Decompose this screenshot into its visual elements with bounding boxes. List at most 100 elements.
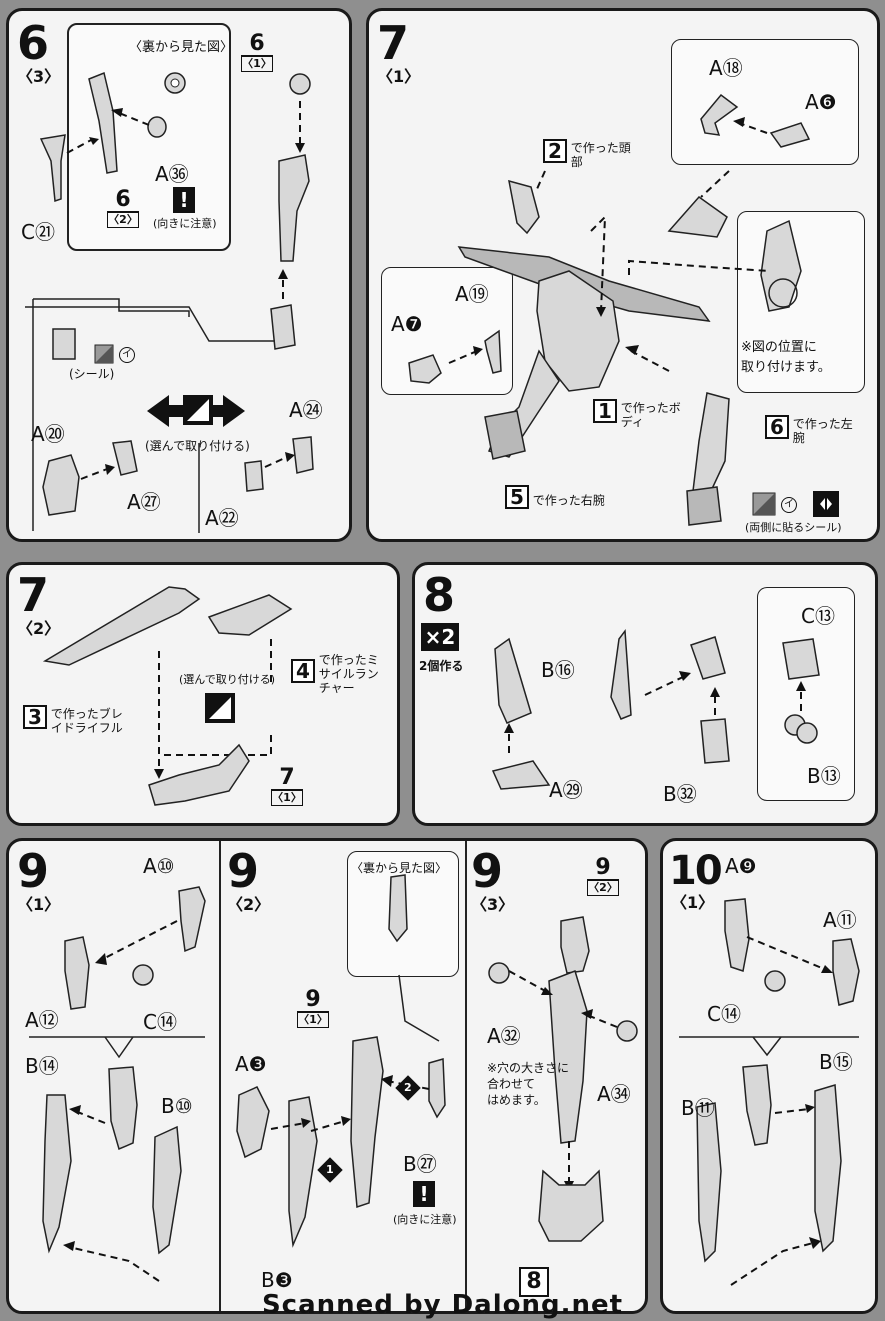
- scan-credit: Scanned by Dalong.net: [261, 1290, 624, 1320]
- step10-1-panel: 10 〈1〉 A❾ A⑪ C⑭ B⑮ B⑪: [660, 838, 878, 1314]
- ref-blade-rifle-num: 3: [23, 705, 47, 729]
- part-a12: A⑫: [25, 1008, 59, 1032]
- rear-view-label: 〈裏から見た図〉: [351, 861, 448, 875]
- hole-note-2: 合わせて: [487, 1077, 536, 1091]
- part-a9: A❾: [725, 854, 757, 878]
- ref-step6-1: 6 〈1〉: [241, 33, 273, 72]
- position-note-1: ※図の位置に: [741, 340, 817, 355]
- part-a32: A㉜: [487, 1024, 521, 1048]
- ref-small: 〈1〉: [241, 57, 273, 72]
- ref-head-text: で作った頭部: [570, 140, 631, 169]
- ref-missile: 4 で作ったミサイルランチャー: [291, 653, 389, 695]
- side-parts-box: [381, 267, 513, 395]
- step-number: 9: [17, 844, 49, 898]
- part-b27: B㉗: [403, 1152, 437, 1176]
- ref-blade-rifle: 3 で作ったブレイドライフル: [23, 705, 127, 735]
- step6-3-drawing: [25, 71, 314, 533]
- part-a10: A⑩: [143, 854, 175, 878]
- rear-view-label: 〈裏から見た図〉: [129, 40, 234, 55]
- sticker-label: (シール): [69, 367, 115, 381]
- substep-label: 〈2〉: [17, 619, 61, 638]
- ref-head: 2 で作った頭部: [543, 139, 631, 169]
- rear-view-box: [67, 23, 231, 251]
- ref-body-num: 1: [593, 399, 617, 423]
- ref-missile-text: で作ったミサイルランチャー: [318, 653, 379, 695]
- step-number: 9: [227, 844, 259, 898]
- ref-body-text: で作ったボディ: [620, 400, 681, 429]
- ref-step8: 8: [519, 1267, 549, 1297]
- ref-small: 〈1〉: [297, 1013, 329, 1028]
- ref-big: 9: [297, 989, 329, 1013]
- divider: [219, 841, 221, 1311]
- make-two-label: 2個作る: [419, 659, 464, 673]
- position-box: [737, 211, 865, 393]
- ref-step9-1: 9 〈1〉: [297, 989, 329, 1028]
- ref-small: 〈2〉: [587, 881, 619, 896]
- step-number: 6: [17, 16, 49, 70]
- substep-label: 〈1〉: [671, 893, 715, 912]
- position-note-2: 取り付けます。: [741, 360, 831, 375]
- caution-text: (向きに注意): [393, 1213, 457, 1226]
- part-b16: B⑯: [541, 658, 575, 682]
- ref-left-arm: 6 で作った左腕: [765, 415, 853, 445]
- caution-text: (向きに注意): [153, 217, 217, 230]
- ref-big: 6: [107, 189, 139, 213]
- part-b11: B⑪: [681, 1096, 715, 1120]
- part-b15: B⑮: [819, 1050, 853, 1074]
- ref-right-arm: 5 で作った右腕: [505, 485, 605, 509]
- step-number: 10: [669, 848, 723, 894]
- part-b13: B⑬: [807, 764, 841, 788]
- times-badge: ×2: [421, 623, 459, 651]
- part-a29: A㉙: [549, 778, 583, 802]
- ref-step7-1: 7 〈1〉: [271, 767, 303, 806]
- part-b14: B⑭: [25, 1054, 59, 1078]
- choose-label: (選んで取り付ける): [145, 439, 250, 453]
- ref-left-arm-text: で作った左腕: [792, 416, 853, 445]
- ref-blade-rifle-text: で作ったブレイドライフル: [50, 706, 123, 735]
- part-b32: B㉜: [663, 782, 697, 806]
- part-b10: B⑩: [161, 1094, 193, 1118]
- hole-note-3: はめます。: [487, 1093, 546, 1107]
- ref-small: 〈1〉: [271, 791, 303, 806]
- ref-step9-2: 9 〈2〉: [587, 857, 619, 896]
- ref-right-arm-num: 5: [505, 485, 529, 509]
- part-c14: C⑭: [143, 1010, 177, 1034]
- step-number: 7: [17, 568, 49, 622]
- step7-1-drawing: [408, 93, 839, 526]
- part-a22: A㉒: [205, 506, 239, 530]
- step7-2-panel: 7 〈2〉 3 で作ったブレイドライフル 4 で作ったミサイルランチャー (選ん…: [6, 562, 400, 826]
- step7-2-drawing: [42, 586, 293, 806]
- part-a36: A㊱: [155, 162, 189, 186]
- step8-head-box: [757, 587, 855, 801]
- step-number: 7: [377, 16, 409, 70]
- part-a24: A㉔: [289, 398, 323, 422]
- ref-small: 〈2〉: [107, 213, 139, 228]
- part-a20: A⑳: [31, 422, 65, 446]
- step9-drawing: [29, 874, 638, 1282]
- ref-big: 6: [241, 33, 273, 57]
- part-a34: A㉞: [597, 1082, 631, 1106]
- substep-label: 〈3〉: [471, 895, 515, 914]
- part-c13: C⑬: [801, 604, 835, 628]
- substep-label: 〈3〉: [17, 67, 61, 86]
- step7-1-panel: 7 〈1〉 A⑱ A❻ A⑲ A❼: [366, 8, 880, 542]
- step-number: 8: [423, 568, 455, 622]
- ref-right-arm-text: で作った右腕: [532, 493, 605, 508]
- sticker-mark: イ: [119, 347, 135, 363]
- head-parts-box: [671, 39, 859, 165]
- ref-body: 1 で作ったボディ: [593, 399, 681, 429]
- part-a27: A㉗: [127, 490, 161, 514]
- ref-big: 9: [587, 857, 619, 881]
- hole-note-1: ※穴の大きさに: [487, 1061, 570, 1075]
- caution-icon: !: [413, 1181, 435, 1207]
- ref-step6-2: 6 〈2〉: [107, 189, 139, 228]
- part-b3: B❸: [261, 1268, 293, 1292]
- divider: [465, 841, 467, 1311]
- part-a7: A❼: [391, 312, 423, 336]
- ref-missile-num: 4: [291, 658, 315, 683]
- substep-label: 〈1〉: [17, 895, 61, 914]
- both-sides-label: (両側に貼るシール): [745, 521, 842, 534]
- sticker-mark: イ: [781, 497, 797, 513]
- order-1: 1: [326, 1163, 334, 1176]
- part-a3: A❸: [235, 1052, 267, 1076]
